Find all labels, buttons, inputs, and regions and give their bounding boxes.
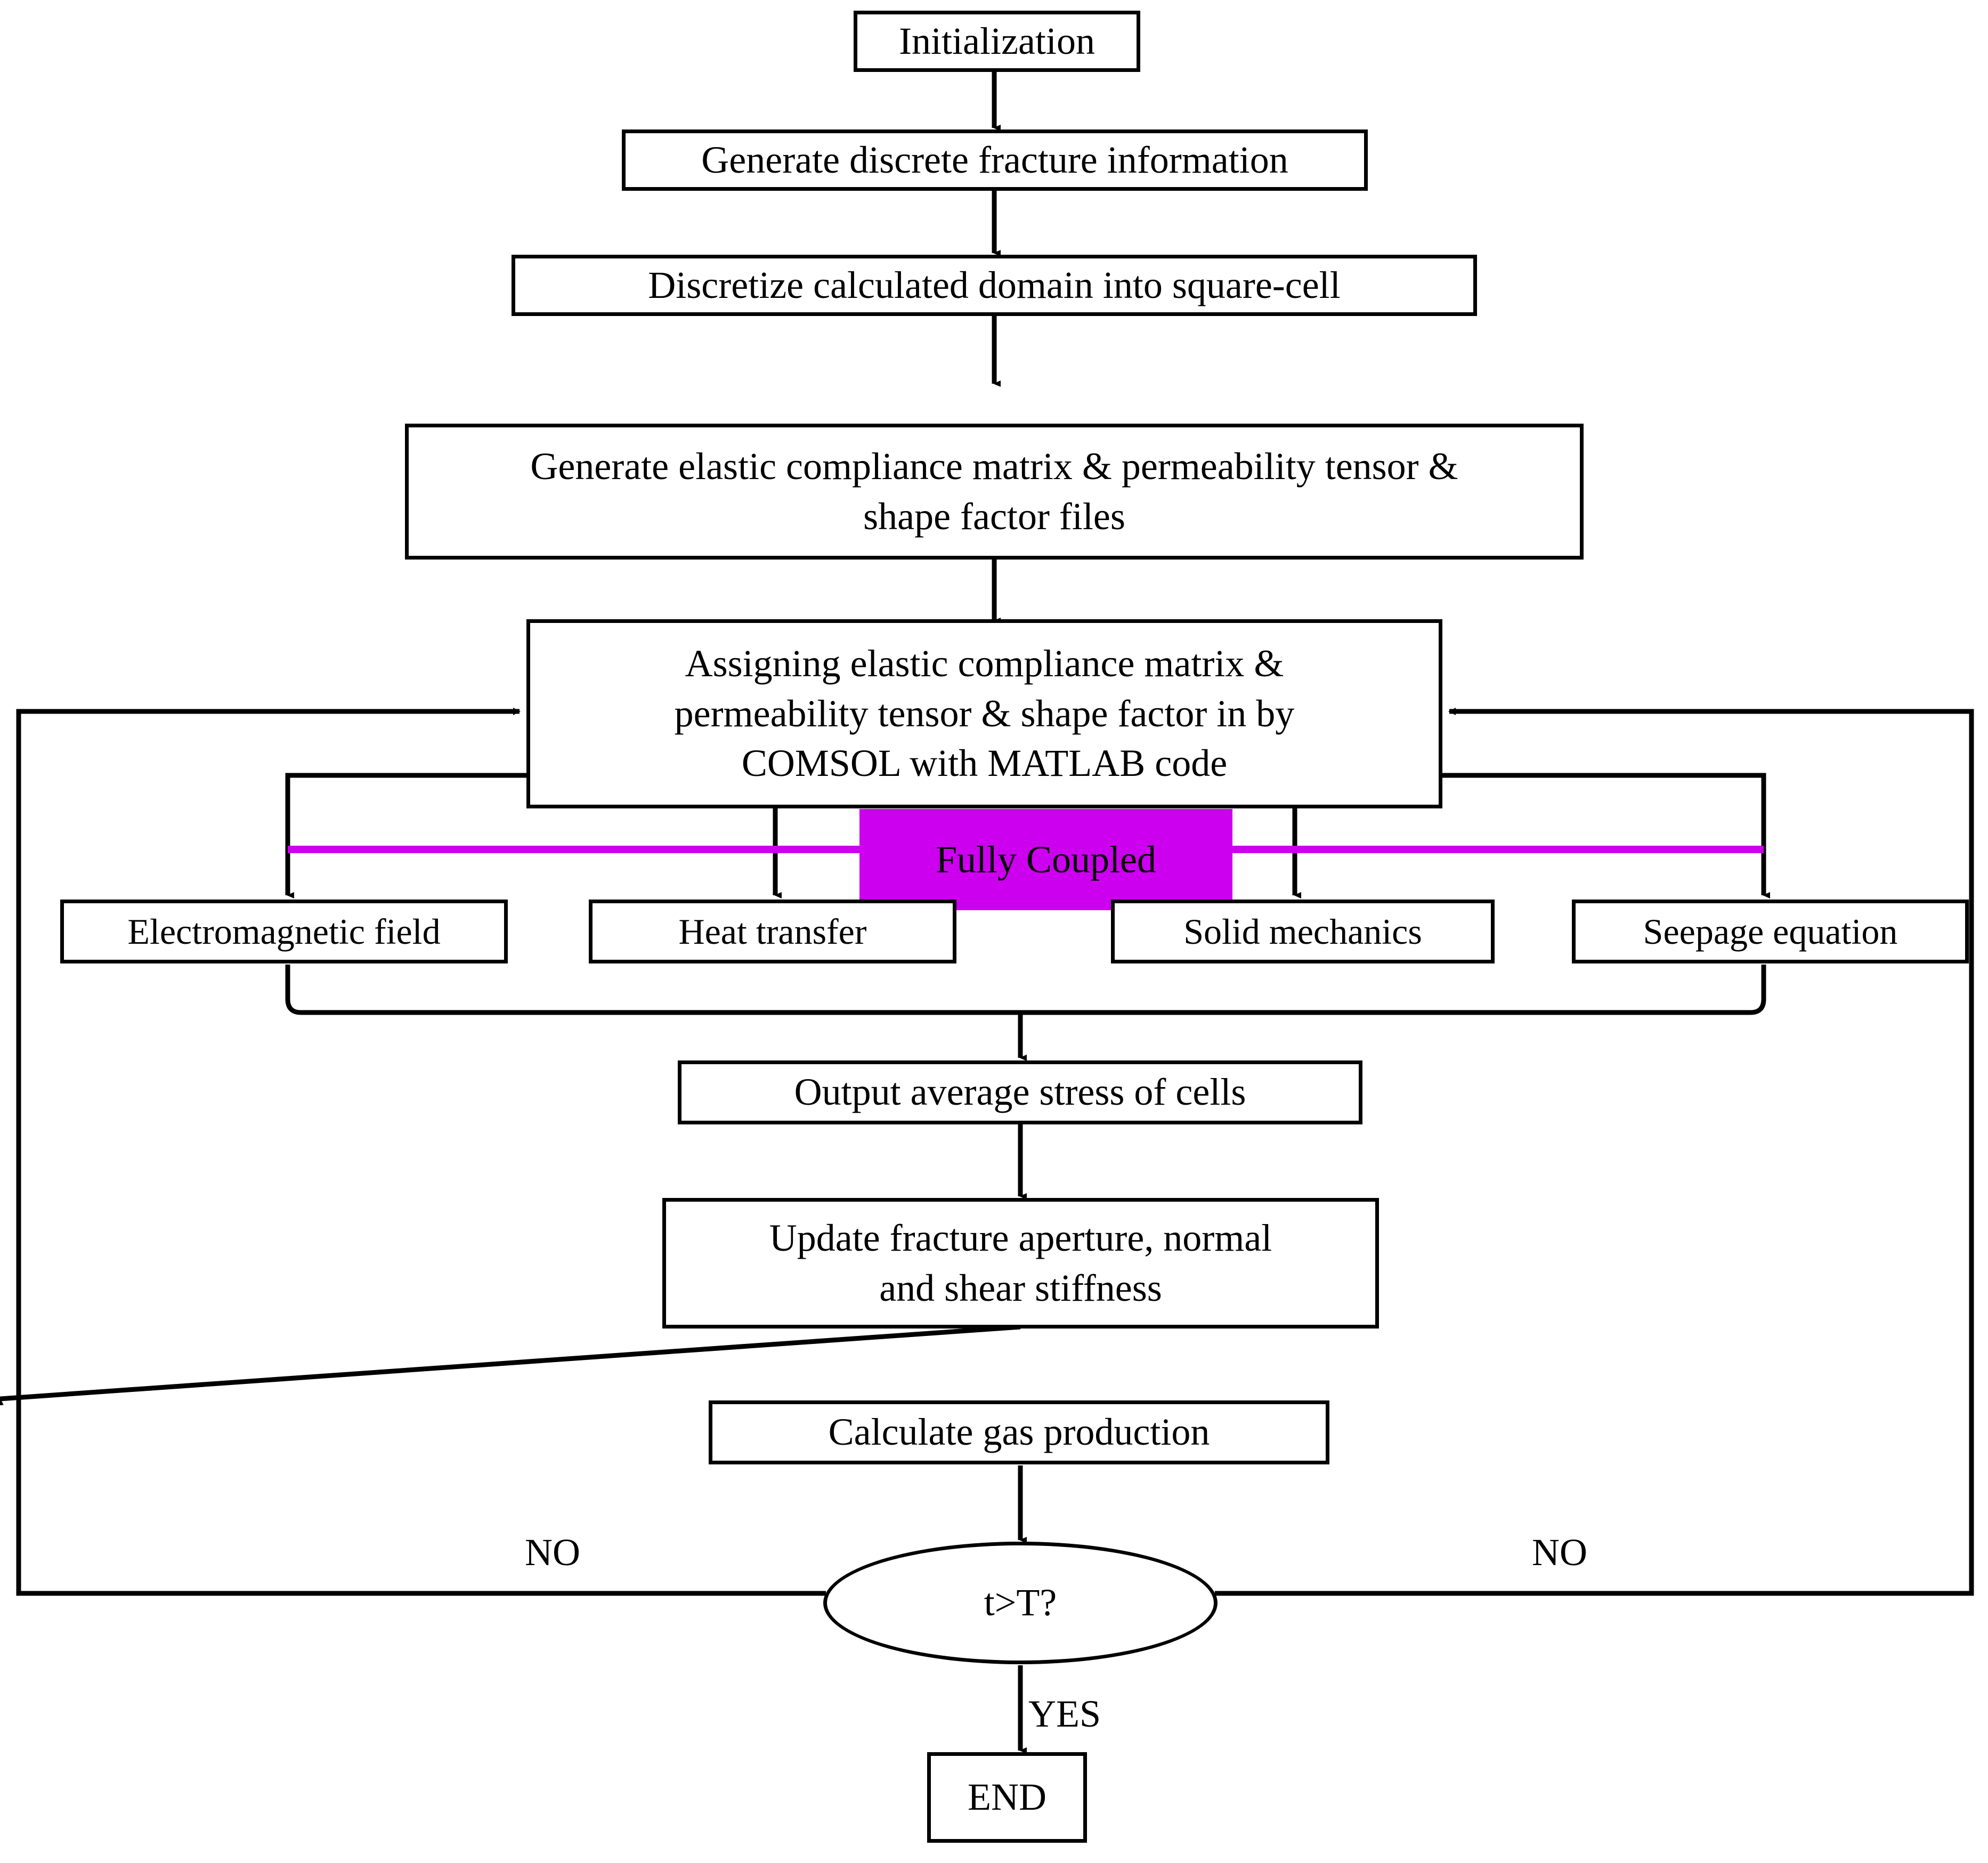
node-decision-label: t>T? [984, 1581, 1057, 1624]
node-heat-transfer[interactable]: Heat transfer [589, 900, 956, 963]
node-solid-mechanics-label: Solid mechanics [1183, 911, 1422, 952]
edge-label-yes: YES [1028, 1692, 1101, 1735]
edge-assigning-to-electromagnetic [285, 773, 526, 898]
fully-coupled-label: Fully Coupled [935, 838, 1157, 881]
node-end-label: END [968, 1776, 1046, 1819]
node-generate-fracture-label: Generate discrete fracture information [701, 138, 1288, 181]
node-assigning[interactable]: Assigning elastic compliance matrix & pe… [526, 619, 1442, 808]
node-seepage-equation[interactable]: Seepage equation [1572, 900, 1969, 963]
node-update-fracture[interactable]: Update fracture aperture, normal and she… [662, 1198, 1379, 1329]
node-generate-files[interactable]: Generate elastic compliance matrix & per… [405, 424, 1584, 560]
node-electromagnetic-field[interactable]: Electromagnetic field [60, 900, 508, 963]
node-calculate-gas-production[interactable]: Calculate gas production [709, 1400, 1329, 1464]
node-discretize[interactable]: Discretize calculated domain into square… [512, 255, 1477, 316]
edge-assigning-to-seepage [1442, 773, 1770, 898]
node-initialization-label: Initialization [899, 19, 1095, 62]
node-output-average-stress[interactable]: Output average stress of cells [678, 1060, 1362, 1124]
edge-physics-merge [285, 965, 1766, 1015]
node-update-fracture-label: Update fracture aperture, normal and she… [769, 1216, 1272, 1309]
node-discretize-label: Discretize calculated domain into square… [648, 263, 1341, 306]
edge-no-left-loop [16, 708, 826, 1596]
node-generate-fracture[interactable]: Generate discrete fracture information [622, 129, 1368, 191]
node-solid-mechanics[interactable]: Solid mechanics [1111, 900, 1495, 963]
node-electromagnetic-field-label: Electromagnetic field [127, 911, 441, 952]
node-decision-t-gt-T[interactable]: t>T? [823, 1542, 1218, 1664]
edge-label-no-left: NO [525, 1531, 580, 1574]
node-generate-files-label: Generate elastic compliance matrix & per… [530, 444, 1458, 538]
node-seepage-equation-label: Seepage equation [1643, 911, 1898, 952]
node-assigning-label: Assigning elastic compliance matrix & pe… [674, 642, 1295, 785]
node-initialization[interactable]: Initialization [854, 11, 1140, 72]
node-output-average-stress-label: Output average stress of cells [794, 1071, 1246, 1114]
fully-coupled-badge: Fully Coupled [859, 809, 1232, 910]
node-calculate-gas-production-label: Calculate gas production [828, 1411, 1210, 1454]
node-heat-transfer-label: Heat transfer [678, 911, 867, 952]
edge-update-to-calcgas [0, 1324, 1021, 1406]
edge-label-no-right: NO [1532, 1531, 1587, 1574]
node-end[interactable]: END [927, 1752, 1087, 1843]
